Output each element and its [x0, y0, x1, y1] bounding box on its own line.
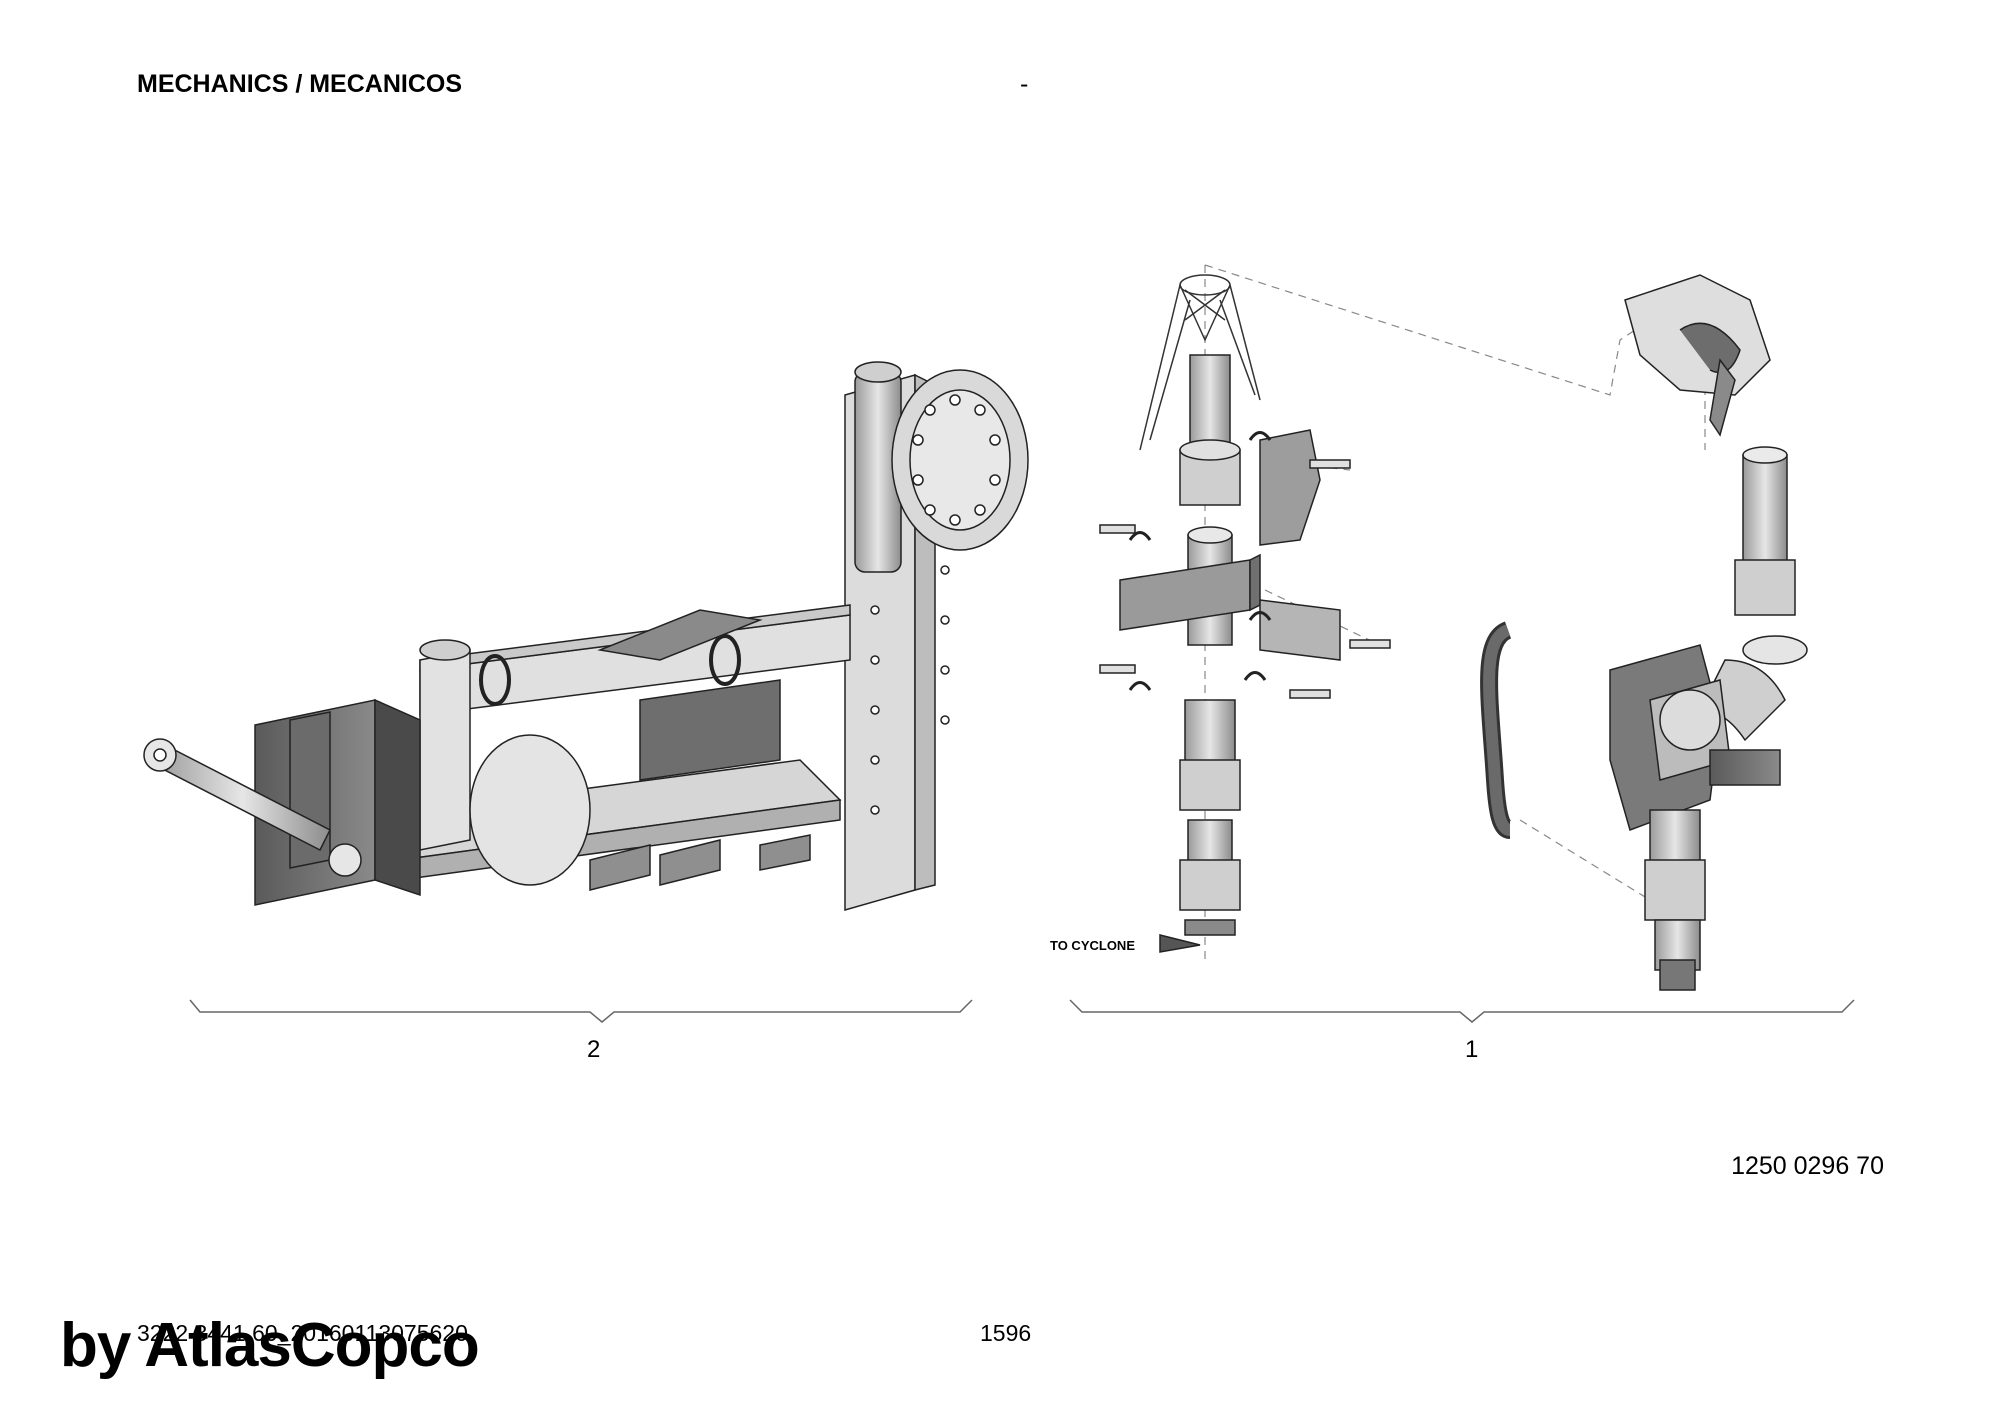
document-number: 1250 0296 70	[1731, 1152, 1884, 1180]
watermark: by AtlasCopco	[60, 1311, 480, 1380]
footer-page-number: 1596	[980, 1320, 1032, 1346]
group-label-2: 2	[587, 1036, 601, 1063]
page-title: MECHANICS / MECANICOS	[137, 70, 463, 98]
assembly-2-drawing	[143, 361, 1029, 911]
group-2-brace	[189, 999, 973, 1023]
footer-document-code: 3222 3441 60_20160113075620	[137, 1320, 468, 1346]
assembly-1-drawing	[1099, 264, 1808, 991]
to-cyclone-callout: TO CYCLONE	[1050, 938, 1135, 953]
group-label-1: 1	[1465, 1036, 1479, 1063]
group-1-brace	[1069, 999, 1855, 1023]
header-dash: -	[1020, 70, 1029, 98]
